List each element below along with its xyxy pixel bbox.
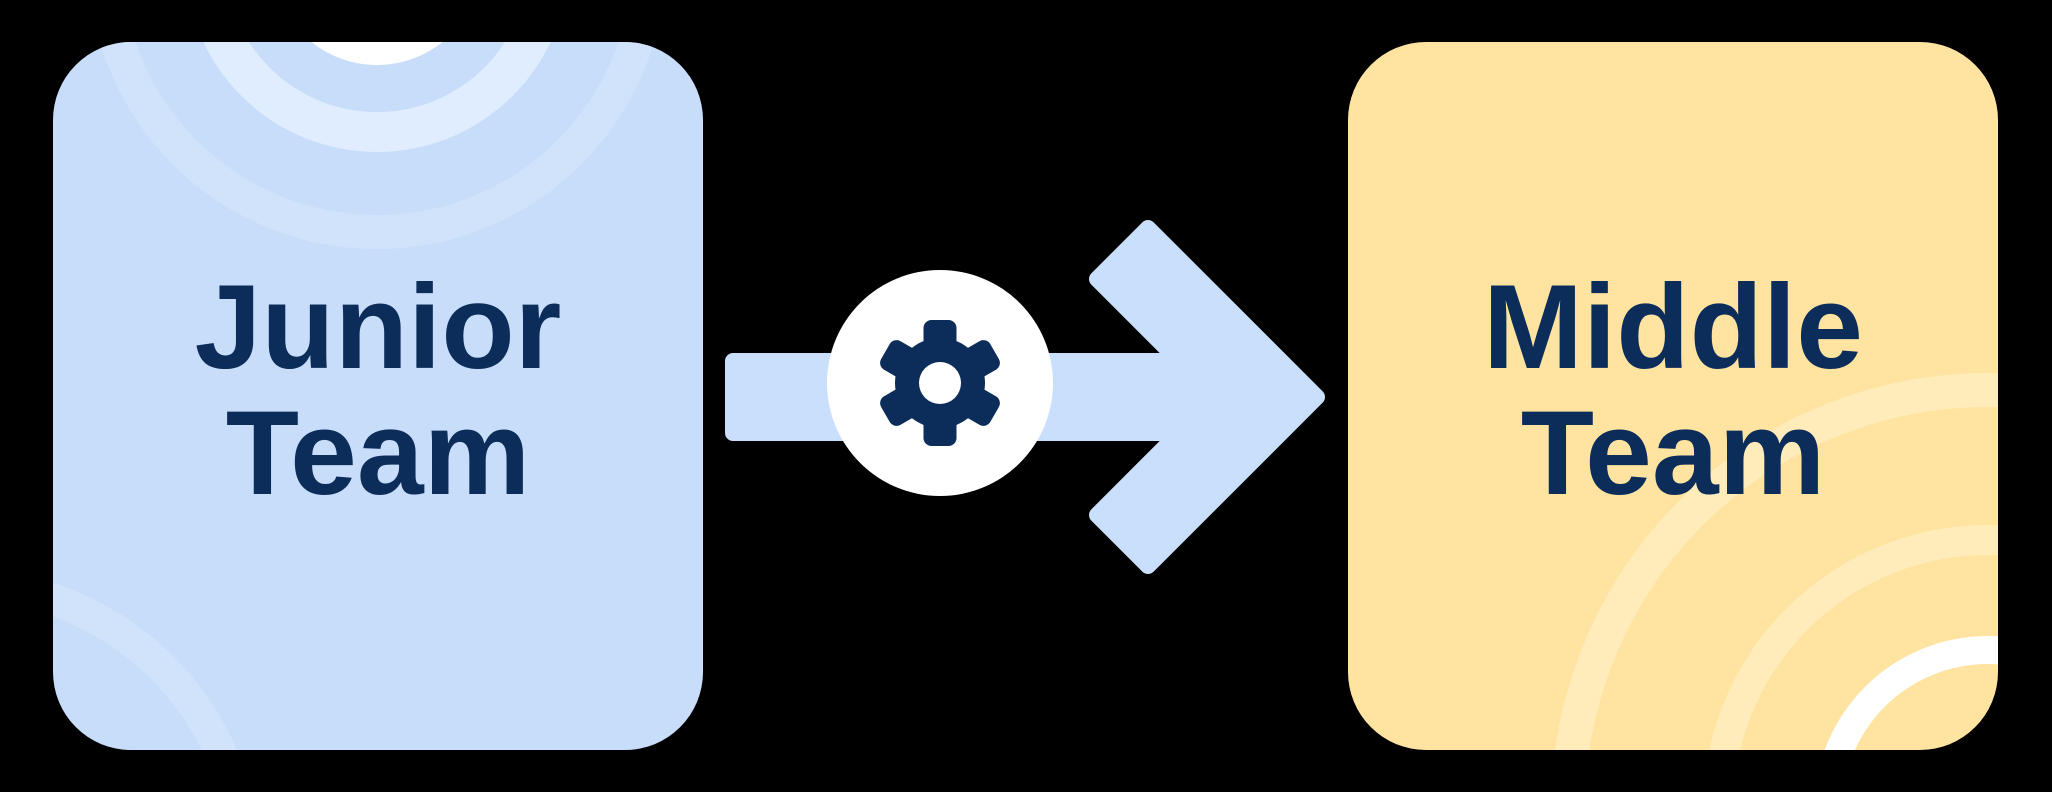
corner-ring-white [1824, 636, 1998, 750]
bottom-left-arc [53, 582, 238, 750]
junior-team-card: Junior Team [53, 42, 703, 750]
gear-icon [880, 320, 1000, 446]
gear-badge [827, 270, 1053, 496]
top-circle-blob [311, 42, 443, 65]
junior-team-label: Junior Team [194, 260, 562, 520]
gear-hub-hole [919, 362, 961, 404]
arrow-right-icon [725, 220, 1325, 574]
corner-ring-middle [1709, 525, 1998, 750]
concentric-ring-outer [99, 42, 655, 249]
middle-team-label: Middle Team [1483, 260, 1863, 520]
concentric-ring-inner [203, 42, 551, 152]
middle-team-card: Middle Team [1348, 42, 1998, 750]
